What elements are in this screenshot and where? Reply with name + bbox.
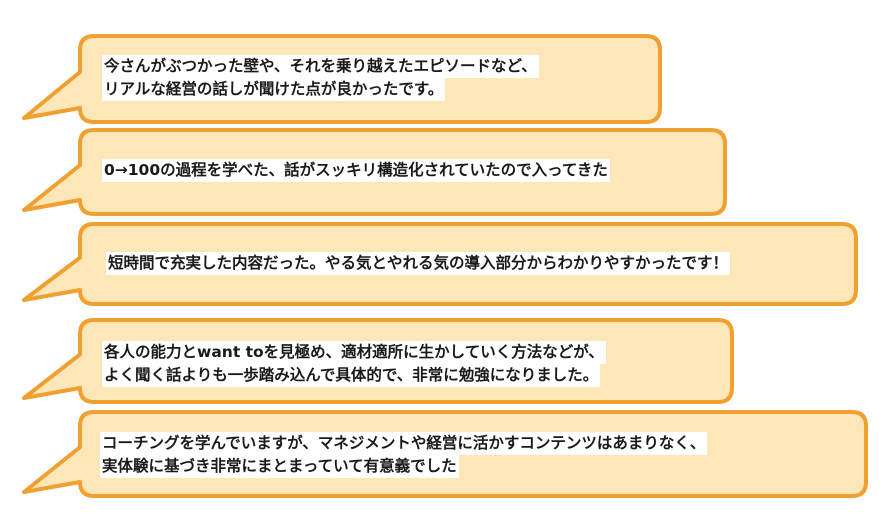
comment-text: コーチングを学んでいますが、マネジメントや経営に活かすコンテンツはあまりなく、 … <box>100 432 708 478</box>
comment-line-1: 各人の能力とwant toを見極め、適材適所に生かしていく方法などが、 <box>102 341 606 364</box>
comment-text: 短時間で充実した内容だった。やる気とやれる気の導入部分からわかりやすかったです！ <box>106 252 731 275</box>
comment-text: 0→100の過程を学べた、話がスッキリ構造化されていたので入ってきた <box>102 159 610 182</box>
comment-text: 各人の能力とwant toを見極め、適材適所に生かしていく方法などが、 よく聞く… <box>102 341 606 387</box>
comment-line-1: 今さんがぶつかった壁や、それを乗り越えたエピソードなど、 <box>102 55 539 78</box>
speech-bubble-comment-1: 今さんがぶつかった壁や、それを乗り越えたエピソードなど、 リアルな経営の話しが聞… <box>22 34 662 124</box>
comment-text: 今さんがぶつかった壁や、それを乗り越えたエピソードなど、 リアルな経営の話しが聞… <box>102 55 539 101</box>
speech-bubble-comment-2: 0→100の過程を学べた、話がスッキリ構造化されていたので入ってきた <box>22 128 727 216</box>
comment-line-1: コーチングを学んでいますが、マネジメントや経営に活かすコンテンツはあまりなく、 <box>100 432 708 455</box>
speech-bubble-comment-3: 短時間で充実した内容だった。やる気とやれる気の導入部分からわかりやすかったです！ <box>22 222 858 306</box>
comment-line-2: よく聞く話よりも一歩踏み込んで具体的で、非常に勉強になりました。 <box>102 364 601 387</box>
speech-bubble-comment-5: コーチングを学んでいますが、マネジメントや経営に活かすコンテンツはあまりなく、 … <box>22 410 868 498</box>
comment-line-1: 短時間で充実した内容だった。やる気とやれる気の導入部分からわかりやすかったです！ <box>106 252 731 275</box>
speech-bubble-comment-4: 各人の能力とwant toを見極め、適材適所に生かしていく方法などが、 よく聞く… <box>22 318 734 404</box>
comment-line-1: 0→100の過程を学べた、話がスッキリ構造化されていたので入ってきた <box>102 159 610 182</box>
comment-line-2: 実体験に基づき非常にまとまっていて有意義でした <box>100 455 459 478</box>
comment-line-2: リアルな経営の話しが聞けた点が良かったです。 <box>102 78 446 101</box>
